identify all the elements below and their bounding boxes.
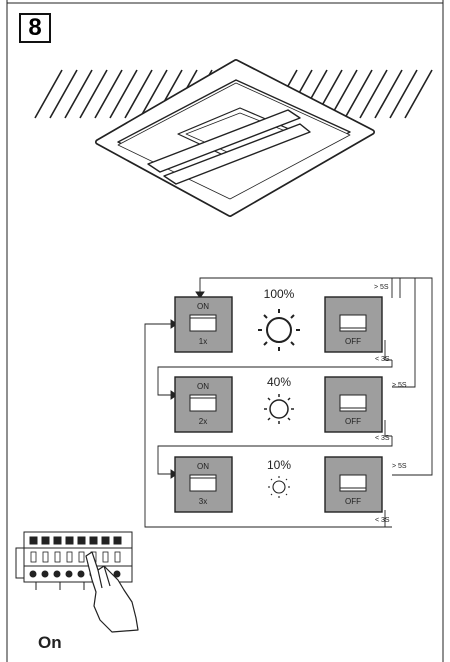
switch-off-label-level-1: OFF	[345, 337, 361, 346]
brightness-label-level-2: 40%	[266, 375, 292, 389]
switch-on-label-level-2: ON	[197, 382, 209, 391]
hold-short-label-level-3: < 3S	[375, 517, 390, 524]
switch-on-level-1	[174, 296, 233, 353]
brightness-label-level-3: 10%	[266, 458, 292, 472]
switch-on-level-3	[174, 456, 233, 513]
brightness-label-level-1: 100%	[263, 287, 295, 301]
switch-off-level-2	[324, 376, 383, 433]
switch-off-label-level-2: OFF	[345, 417, 361, 426]
hand-icon	[85, 551, 139, 633]
hold-long-label-level-1: > 5S	[374, 284, 389, 291]
switch-off-level-1	[324, 296, 383, 353]
hold-long-label-level-2: > 5S	[392, 382, 407, 389]
switch-on-level-2	[174, 376, 233, 433]
ceiling-lamp	[95, 59, 375, 217]
sun-icon-medium	[264, 394, 294, 424]
sun-icon-large	[258, 309, 300, 351]
flow-lines	[144, 277, 433, 528]
step-number-badge: 8	[19, 13, 51, 43]
press-count-level-3: 3x	[198, 497, 208, 506]
breaker-on-label: On	[38, 633, 62, 652]
switch-off-level-3	[324, 456, 383, 513]
hold-long-label-level-3: > 5S	[392, 463, 407, 470]
sun-icon-small	[268, 476, 290, 498]
switch-on-label-level-3: ON	[197, 462, 209, 471]
hold-short-label-level-1: < 3S	[375, 356, 390, 363]
switch-on-label-level-1: ON	[197, 302, 209, 311]
breaker-panel	[15, 531, 133, 590]
hold-short-label-level-2: < 3S	[375, 435, 390, 442]
switch-off-label-level-3: OFF	[345, 497, 361, 506]
press-count-level-2: 2x	[198, 417, 208, 426]
press-count-level-1: 1x	[198, 337, 208, 346]
